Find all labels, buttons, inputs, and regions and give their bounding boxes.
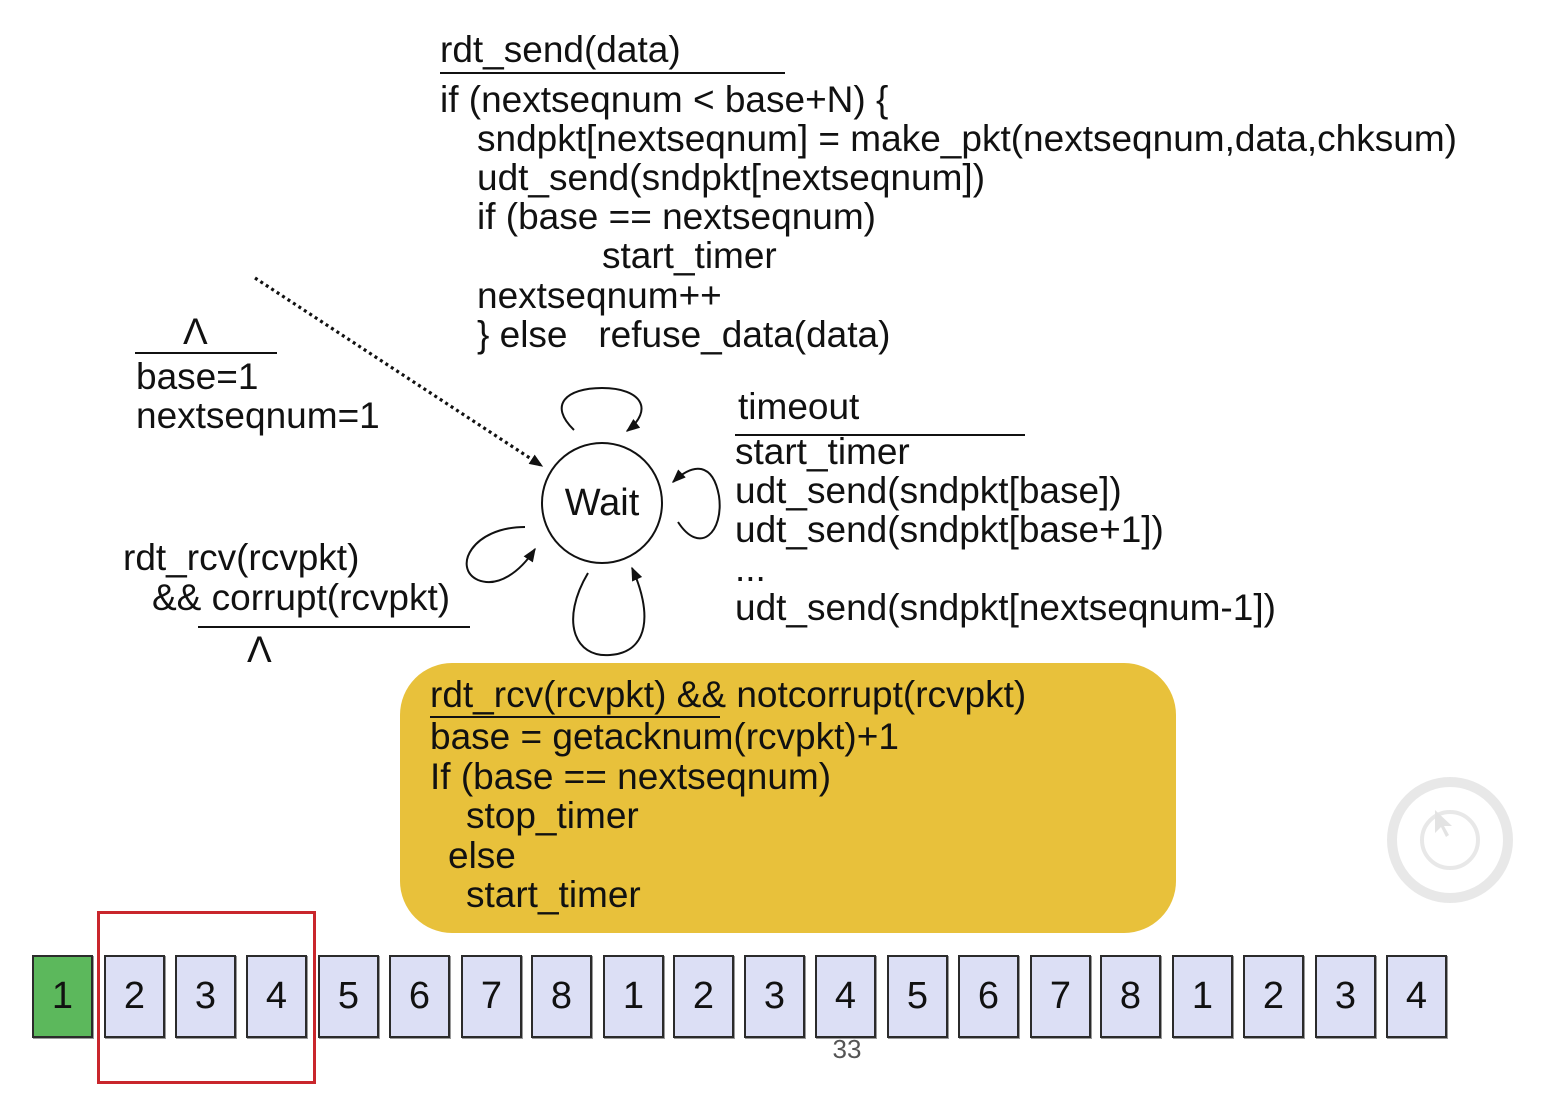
timeout-action-line: ... [735, 548, 766, 589]
packet-box: 1 [1172, 955, 1233, 1038]
packet-box: 2 [673, 955, 734, 1038]
packet-box: 4 [246, 955, 307, 1038]
timeout-self-loop [672, 467, 721, 540]
timeout-action-line: udt_send(sndpkt[base+1]) [735, 509, 1164, 550]
send-action-line: } else refuse_data(data) [477, 314, 891, 355]
player-control-wheel-icon[interactable] [1385, 775, 1515, 905]
send-action-line: if (base == nextseqnum) [477, 196, 876, 237]
packet-box: 6 [389, 955, 450, 1038]
ack-event: rdt_rcv(rcvpkt) && notcorrupt(rcvpkt) [430, 674, 1027, 715]
packet-box: 8 [1100, 955, 1161, 1038]
packet-box: 8 [531, 955, 592, 1038]
send-action-line: sndpkt[nextseqnum] = make_pkt(nextseqnum… [477, 118, 1457, 159]
ack-transition-box [400, 663, 1176, 933]
send-action-line: if (nextseqnum < base+N) { [440, 79, 889, 120]
ack-action-line: base = getacknum(rcvpkt)+1 [430, 716, 899, 757]
packet-box: 3 [1315, 955, 1376, 1038]
packet-box: 1 [603, 955, 664, 1038]
send-self-loop [560, 386, 643, 432]
init-event-lambda: Λ [183, 311, 208, 352]
packet-box: 2 [1243, 955, 1304, 1038]
packet-box: 4 [815, 955, 876, 1038]
corrupt-event-line: rdt_rcv(rcvpkt) [123, 537, 360, 578]
ack-action-line: start_timer [466, 874, 641, 915]
packet-box: 5 [887, 955, 948, 1038]
send-event: rdt_send(data) [440, 29, 681, 70]
packet-box: 7 [461, 955, 522, 1038]
packet-box: 5 [318, 955, 379, 1038]
packet-box: 6 [958, 955, 1019, 1038]
packet-box: 7 [1030, 955, 1091, 1038]
send-action-line: nextseqnum++ [477, 275, 722, 316]
cursor-icon [1435, 810, 1452, 837]
send-window-frame [97, 911, 316, 1084]
timeout-action-line: udt_send(sndpkt[nextseqnum-1]) [735, 587, 1276, 628]
ack-action-line: If (base == nextseqnum) [430, 756, 832, 797]
packet-box: 3 [175, 955, 236, 1038]
init-action-line: base=1 [136, 356, 259, 397]
send-action-line: udt_send(sndpkt[nextseqnum]) [477, 157, 986, 198]
init-action-line: nextseqnum=1 [136, 395, 380, 436]
ack-action-line: else [448, 835, 516, 876]
packet-box: 1 [32, 955, 93, 1038]
packet-box: 2 [104, 955, 165, 1038]
timeout-action-line: udt_send(sndpkt[base]) [735, 470, 1122, 511]
ack-self-loop [572, 566, 646, 657]
send-action-line: start_timer [602, 235, 777, 276]
packet-box: 4 [1386, 955, 1447, 1038]
corrupt-action-lambda: Λ [247, 629, 272, 670]
timeout-event: timeout [738, 386, 860, 427]
corrupt-event-line: && corrupt(rcvpkt) [152, 577, 451, 618]
corrupt-self-loop [465, 526, 536, 583]
page-number: 33 [832, 1034, 862, 1064]
packet-box: 3 [744, 955, 805, 1038]
ack-action-line: stop_timer [466, 795, 639, 836]
wait-state-label: Wait [564, 482, 640, 524]
timeout-action-line: start_timer [735, 431, 910, 472]
